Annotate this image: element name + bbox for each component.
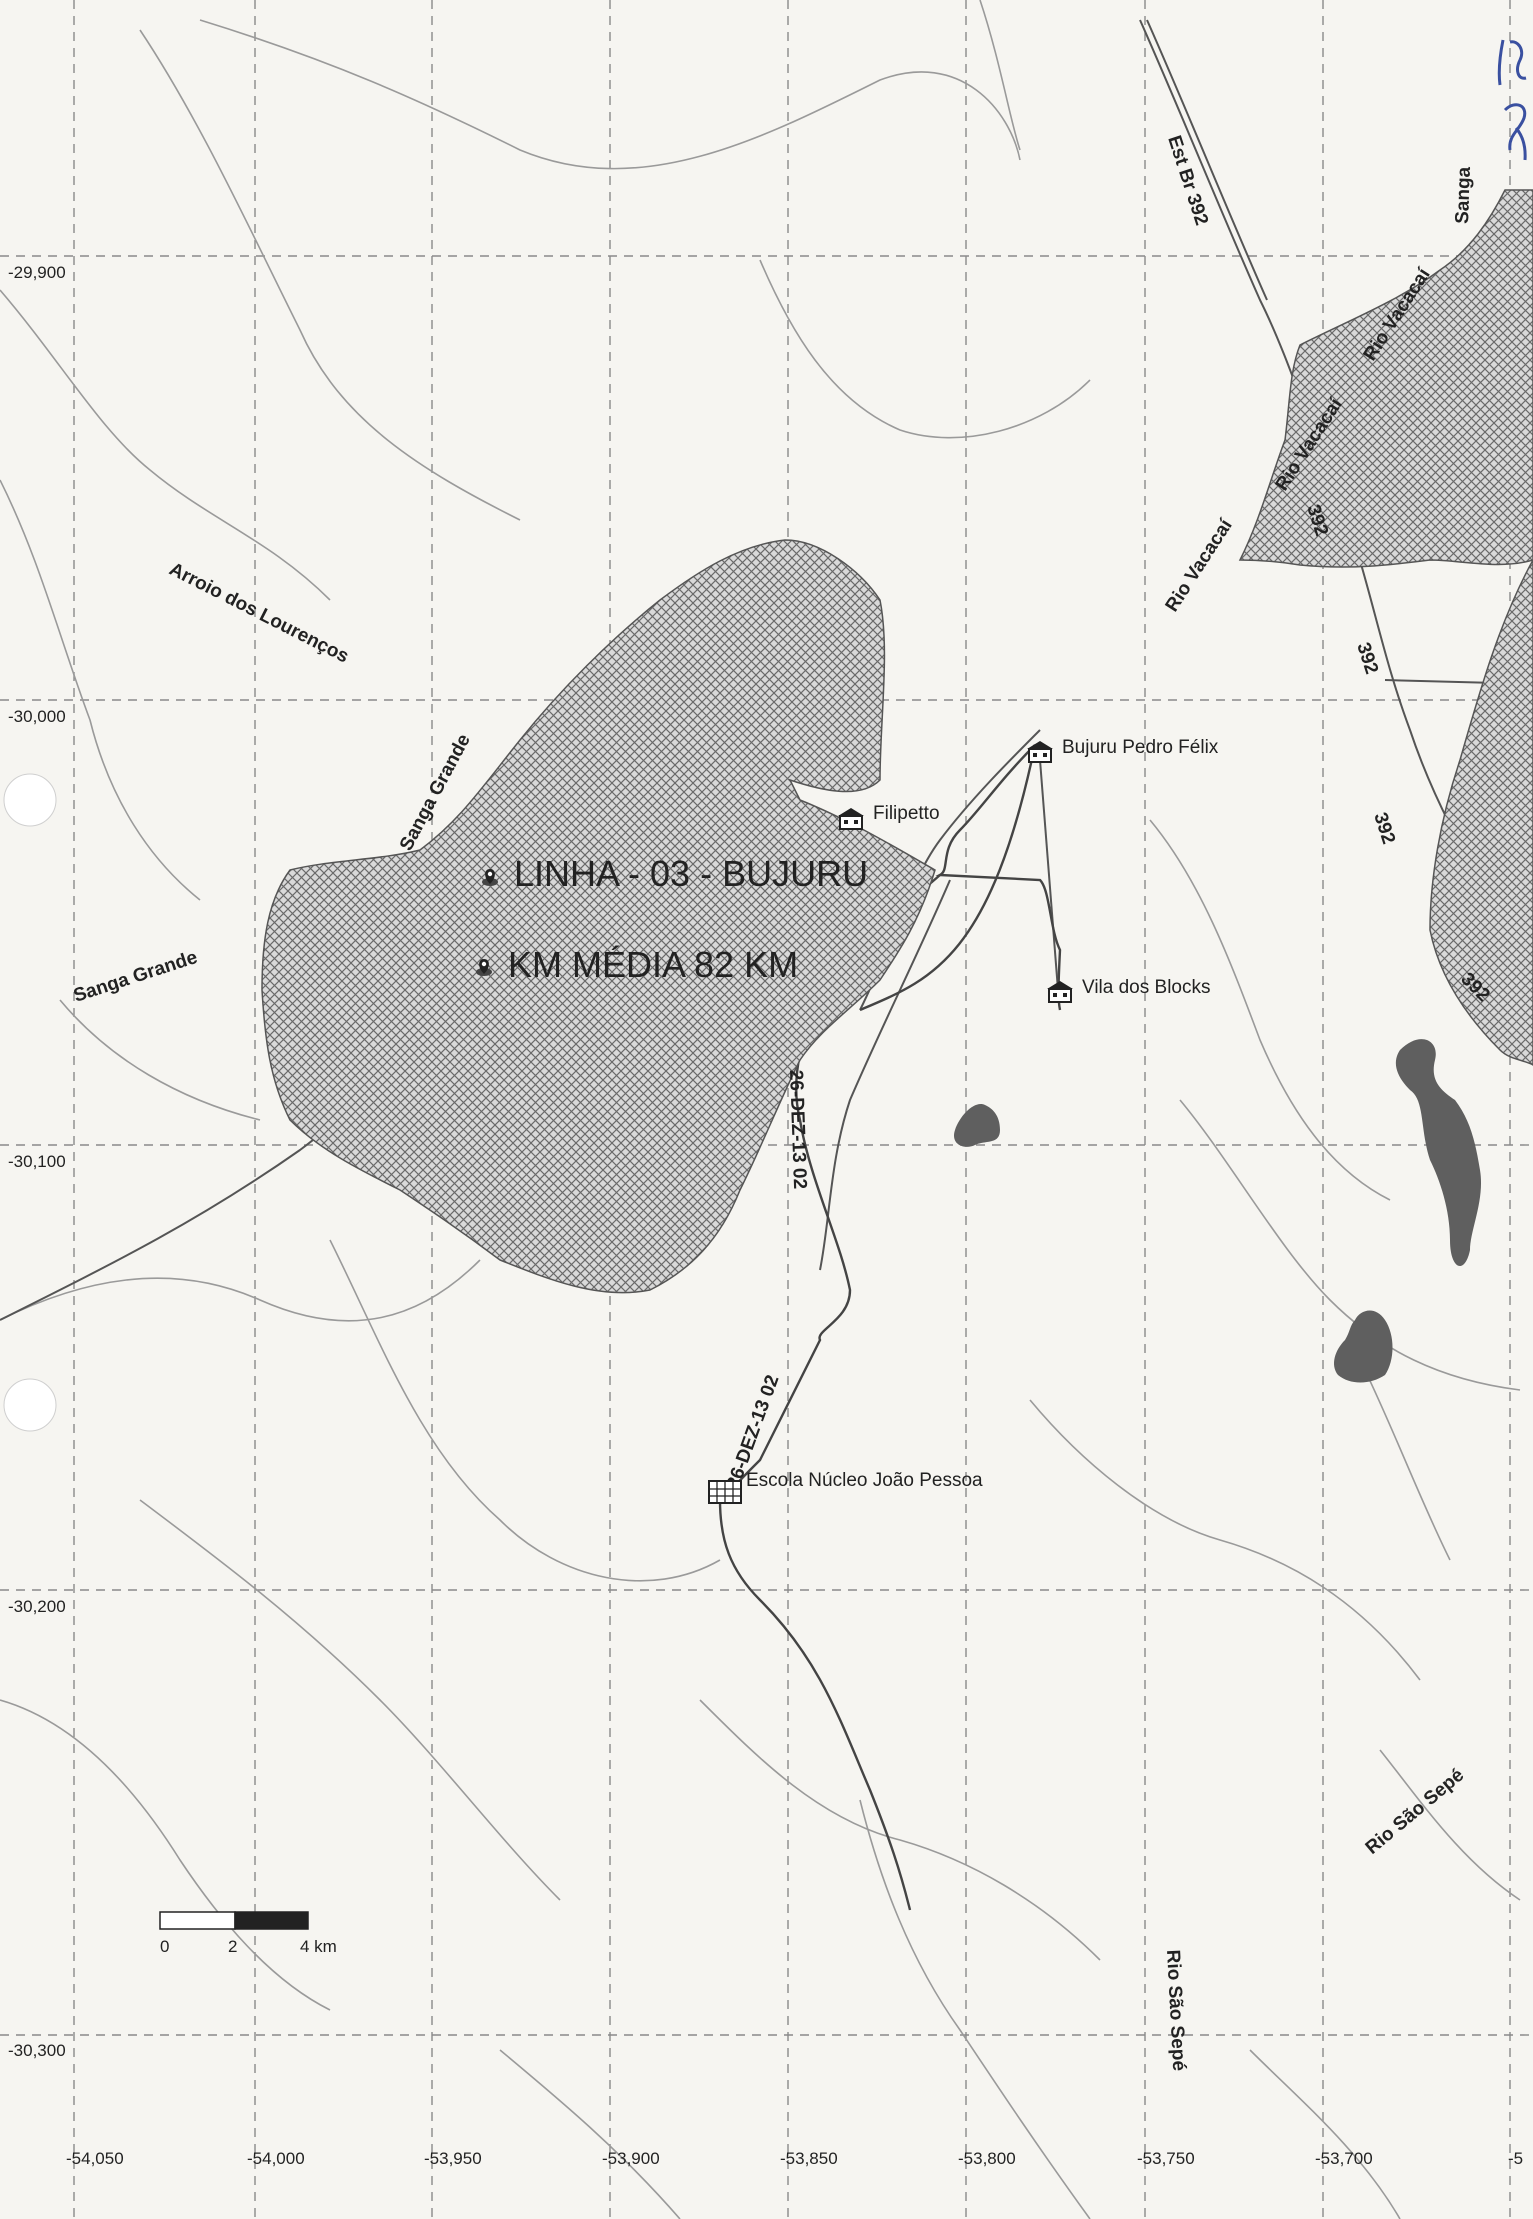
headline-line-1: LINHA - 03 - BUJURU	[514, 853, 868, 894]
lon-label: -53,900	[602, 2149, 660, 2168]
scale-tick-4: 4 km	[300, 1937, 337, 1956]
lon-label: -5	[1508, 2149, 1523, 2168]
label-sanga: Sanga	[1452, 166, 1475, 224]
lat-label: -29,900	[8, 263, 66, 282]
place-label: Vila dos Blocks	[1082, 977, 1211, 998]
lon-label: -53,700	[1315, 2149, 1373, 2168]
scale-tick-0: 0	[160, 1937, 169, 1956]
binder-holes	[3, 773, 57, 1432]
place-vila-dos-blocks: Vila dos Blocks	[1046, 977, 1211, 1003]
scale-bar: 0 2 4 km	[159, 1911, 337, 1956]
lon-label: -53,800	[958, 2149, 1016, 2168]
lat-label: -30,300	[8, 2041, 66, 2060]
place-bujuru: Bujuru Pedro Félix	[1026, 737, 1219, 763]
lat-label: -30,000	[8, 707, 66, 726]
headline-line-2: KM MÉDIA 82 KM	[508, 944, 798, 985]
place-filipetto: Filipetto	[837, 803, 940, 830]
lon-label: -53,950	[424, 2149, 482, 2168]
area-hatched-central	[261, 539, 936, 1294]
route-headline: LINHA - 03 - BUJURU KM MÉDIA 82 KM	[476, 853, 868, 985]
handwritten-mark	[1497, 39, 1527, 161]
lon-label: -53,850	[780, 2149, 838, 2168]
area-hatched-northeast	[1238, 189, 1533, 568]
lat-label: -30,200	[8, 1597, 66, 1616]
lakes	[954, 1039, 1482, 1383]
school-icon	[708, 1480, 742, 1504]
place-label: Escola Núcleo João Pessoa	[746, 1470, 983, 1491]
place-escola: Escola Núcleo João Pessoa	[708, 1470, 983, 1504]
place-label: Filipetto	[873, 803, 940, 824]
lon-label: -54,000	[247, 2149, 305, 2168]
lat-label: -30,100	[8, 1152, 66, 1171]
latitude-labels: -29,900 -30,000 -30,100 -30,200 -30,300	[8, 263, 66, 2060]
label-route-date-1: 26-DEZ-13 02	[785, 1069, 810, 1189]
place-label: Bujuru Pedro Félix	[1062, 737, 1219, 758]
lon-label: -53,750	[1137, 2149, 1195, 2168]
longitude-labels: -54,050 -54,000 -53,950 -53,900 -53,850 …	[66, 2149, 1523, 2168]
lon-label: -54,050	[66, 2149, 124, 2168]
area-hatched-east	[1429, 559, 1533, 1066]
scale-tick-2: 2	[228, 1937, 237, 1956]
